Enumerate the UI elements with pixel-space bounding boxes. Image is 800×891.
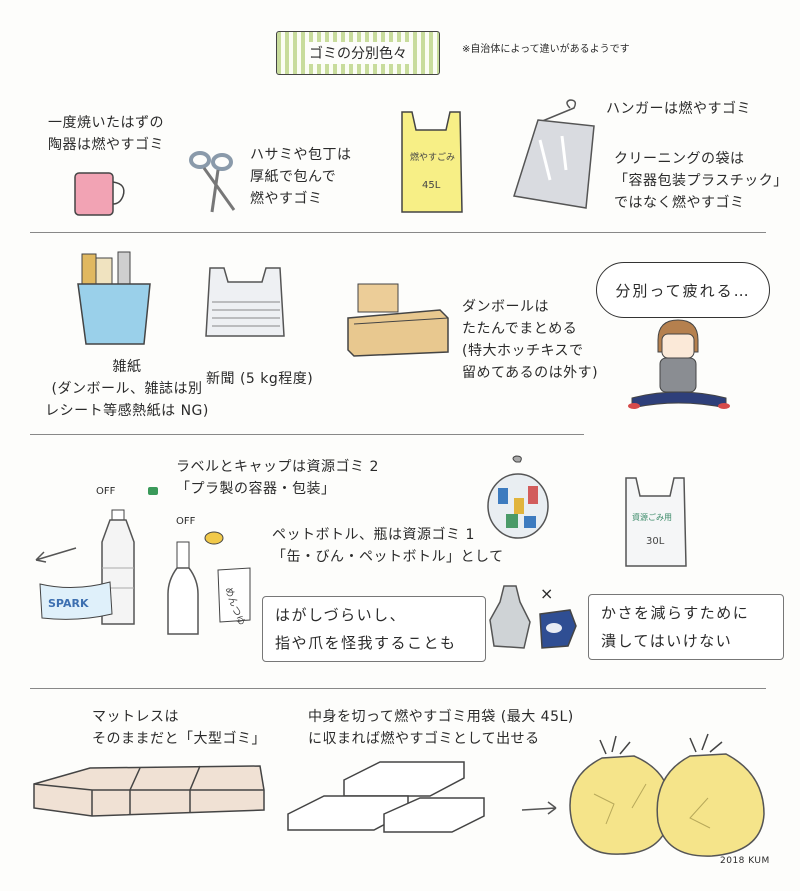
cardboard-icon [347, 283, 449, 357]
label-wrapper-icon: SPARK [39, 581, 113, 620]
credit: 2018 KUM [720, 856, 770, 866]
bag2-print-text: 資源ごみ用 [632, 512, 672, 522]
crushed-can-icon [539, 609, 577, 649]
burnable-bag-icon: 燃やすごみ 45L [401, 111, 463, 213]
mattress-caption: マットレスは そのままだと「大型ゴミ」 [92, 709, 266, 747]
bottle-tag-icon: めんつゆ [217, 567, 251, 627]
cleaning-caption: クリーニングの袋は 「容器包装プラスチック」 ではなく燃やすゴミ [614, 151, 788, 211]
crushed-bottle-icon [489, 585, 531, 649]
full-bags-icon [569, 733, 765, 857]
bag2-size-text: 30L [646, 536, 665, 547]
newspaper-caption: 新聞 (5 kg程度) [206, 371, 314, 387]
cardboard-caption: ダンボールは たたんでまとめる (特大ホッチキスで 留めてあるのは外す) [462, 299, 599, 381]
speech-bubble: 分別って疲れる… [596, 262, 770, 318]
cap-icon [148, 487, 158, 495]
cleaning-bag-icon [513, 99, 595, 209]
speech-text: 分別って疲れる… [615, 281, 751, 300]
cap-icon-2 [204, 531, 224, 545]
label-cap-caption: ラベルとキャップは資源ゴミ 2 「プラ製の容器・包装」 [176, 459, 379, 497]
mattress-icon [33, 765, 265, 817]
spark-text: SPARK [48, 597, 89, 610]
arrow-left-icon [35, 547, 77, 563]
off-label-2: OFF [176, 516, 196, 527]
bag-print-text: 燃やすごみ [410, 151, 455, 163]
page-title: ゴミの分別色々 [305, 42, 411, 64]
newspaper-bag-icon [205, 267, 285, 337]
pet-caption: ペットボトル、瓶は資源ゴミ 1 「缶・びん・ペットボトル」として [272, 527, 504, 565]
divider-2 [30, 434, 584, 435]
divider-1 [30, 232, 766, 233]
x-mark: × [540, 584, 554, 603]
cut-mattress-icon [287, 761, 485, 833]
mug-icon [74, 172, 125, 216]
arrow-right-icon [521, 801, 557, 815]
recycling-net-icon [487, 455, 549, 539]
tip-box-crush: かさを減らすために 潰してはいけない [588, 594, 784, 660]
hanger-caption: ハンガーは燃やすゴミ [606, 101, 751, 117]
paper-bag-icon [77, 251, 151, 345]
paper-caption: 雑紙 (ダンボール、雑誌は別 レシート等感熱紙は NG) [45, 359, 209, 419]
cut-caption: 中身を切って燃やすゴミ用袋 (最大 45L) に収まれば燃やすゴミとして出せる [308, 709, 574, 747]
glass-bottle-icon [167, 541, 199, 635]
recycling-bag-icon: 資源ごみ用 30L [625, 477, 687, 567]
bag-size-text: 45L [422, 180, 441, 191]
title-banner: ゴミの分別色々 [276, 31, 440, 75]
off-label-1: OFF [96, 486, 116, 497]
disclaimer-note: ※自治体によって違いがあるようです [462, 44, 630, 55]
scissors-icon [189, 151, 236, 213]
scissors-caption: ハサミや包丁は 厚紙で包んで 燃やすゴミ [250, 147, 352, 207]
tip-box-label: はがしづらいし、 指や爪を怪我することも [262, 596, 486, 662]
tired-person-icon [628, 319, 730, 409]
divider-3 [30, 688, 766, 689]
pottery-caption: 一度焼いたはずの 陶器は燃やすゴミ [48, 115, 164, 153]
